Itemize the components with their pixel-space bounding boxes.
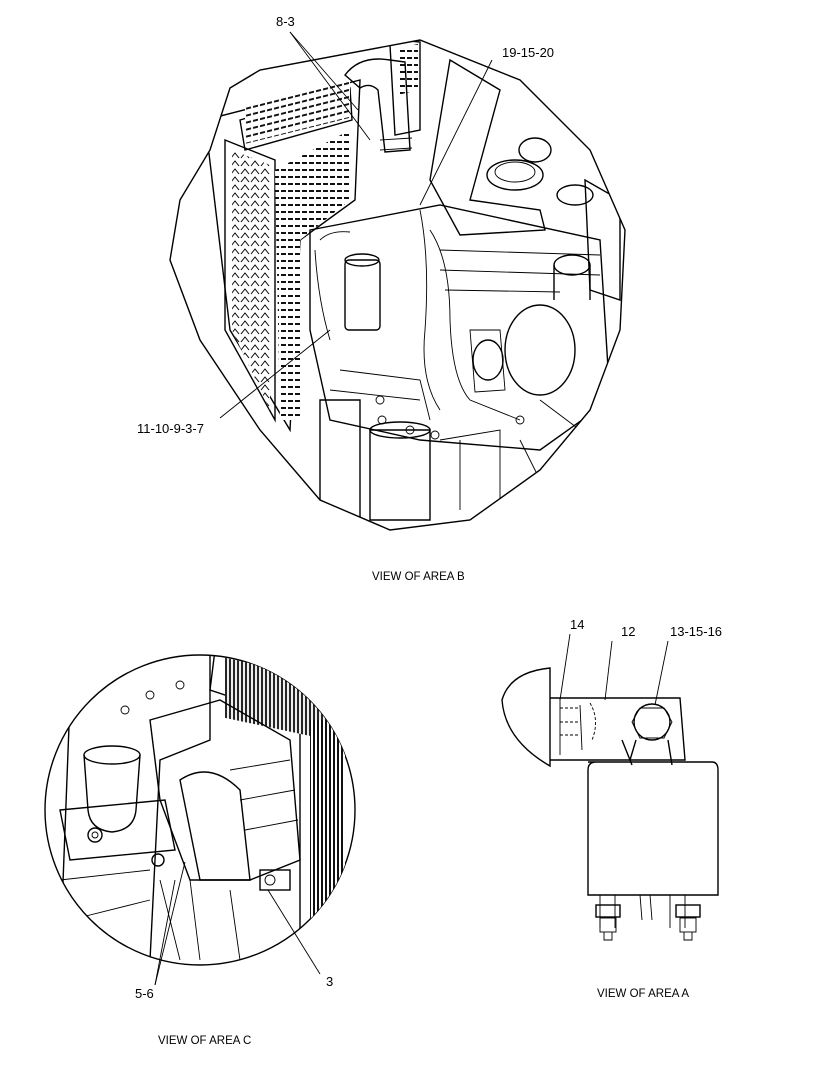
- callout-c1: 5-6: [135, 986, 154, 1001]
- callout-a2: 12: [621, 624, 635, 639]
- caption-area-a: VIEW OF AREA A: [597, 988, 689, 1000]
- callout-b1: 8-3: [276, 14, 295, 29]
- grille-side: [232, 150, 270, 410]
- area-c-outline: [44, 654, 356, 966]
- callout-c2: 3: [326, 974, 333, 989]
- view-area-b: 8-3 19-15-20 11-10-9-3-7 VIEW OF AREA B: [137, 14, 626, 583]
- caption-area-b: VIEW OF AREA B: [372, 571, 465, 583]
- callout-b2: 19-15-20: [502, 45, 554, 60]
- caption-area-c: VIEW OF AREA C: [158, 1035, 251, 1047]
- grille-upper: [398, 44, 418, 95]
- view-area-c: 5-6 3 VIEW OF AREA C: [44, 654, 356, 1047]
- hex-bolt: [633, 703, 671, 741]
- callout-a1: 14: [570, 617, 584, 632]
- grille-front: [275, 130, 350, 420]
- area-b-outline: [169, 39, 626, 531]
- grille-c-side: [310, 720, 345, 960]
- view-area-a: 14 12 13-15-16 VIEW OF AREA A: [501, 617, 722, 1000]
- callout-a3: 13-15-16: [670, 624, 722, 639]
- dome: [501, 667, 551, 768]
- grille-top: [245, 77, 350, 144]
- housing-box: [587, 761, 719, 896]
- callout-b3: 11-10-9-3-7: [137, 421, 204, 436]
